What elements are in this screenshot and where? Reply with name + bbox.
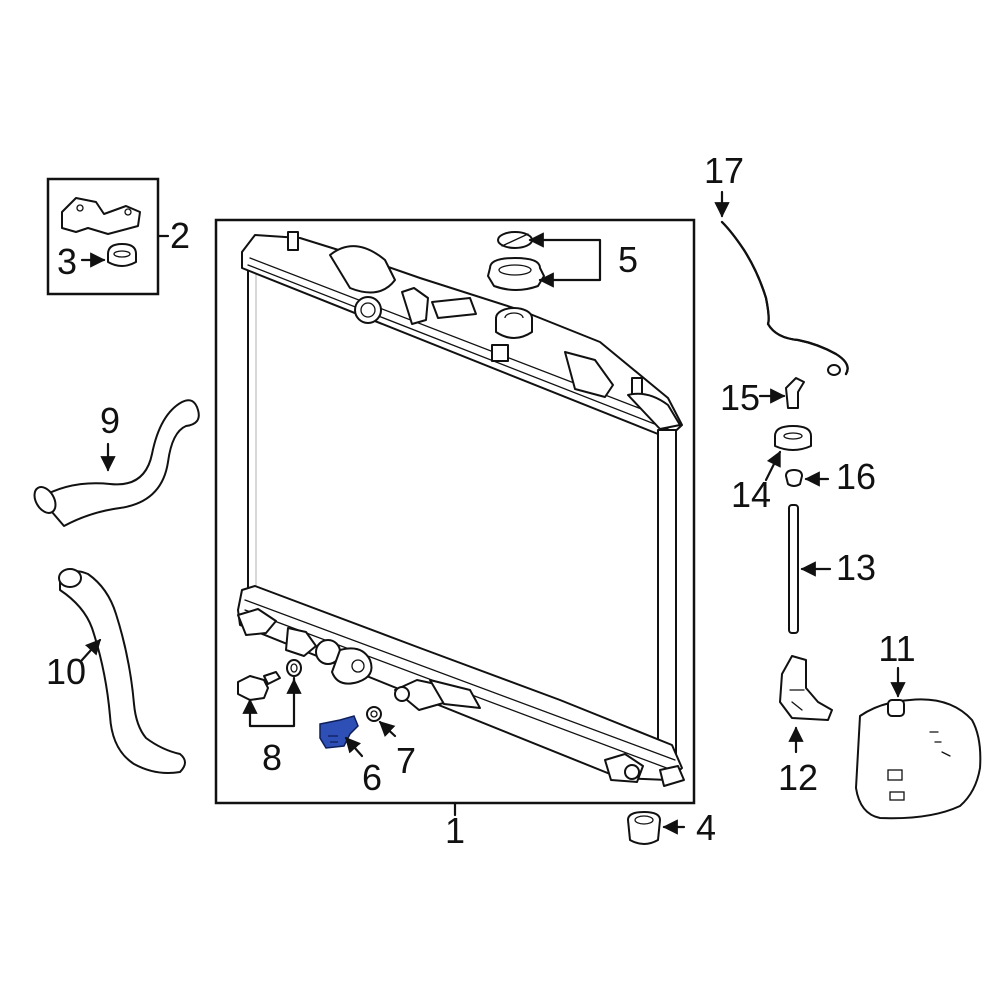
reservoir-cap[interactable]: [774, 425, 812, 451]
callout-16: 16: [836, 456, 876, 497]
upper-mount-grommet[interactable]: [107, 243, 137, 267]
callout-2: 2: [170, 215, 190, 256]
coolant-reservoir[interactable]: [855, 698, 982, 820]
radiator-cap[interactable]: [487, 257, 545, 291]
callout-1: 1: [445, 810, 465, 851]
callout-17: 17: [704, 150, 744, 191]
radiator[interactable]: [237, 231, 685, 787]
upper-radiator-hose[interactable]: [30, 399, 200, 527]
callout-10: 10: [46, 651, 86, 692]
callout-5: 5: [618, 239, 638, 280]
sensor-washer[interactable]: [366, 706, 382, 722]
callout-14: 14: [731, 474, 771, 515]
callout-7: 7: [396, 740, 416, 781]
drain-plug[interactable]: [237, 671, 281, 701]
callout-11: 11: [878, 628, 915, 669]
callout-9: 9: [100, 400, 120, 441]
upper-mount-bracket[interactable]: [61, 197, 141, 235]
callout-12: 12: [778, 757, 818, 798]
lower-radiator-hose[interactable]: [58, 568, 186, 774]
lower-mount-grommet[interactable]: [627, 811, 661, 845]
reservoir-cap-seal[interactable]: [785, 469, 803, 487]
reservoir-bracket[interactable]: [779, 655, 833, 721]
overflow-hose-joint[interactable]: [785, 377, 805, 409]
callout-13: 13: [836, 547, 876, 588]
callout-15: 15: [720, 377, 760, 418]
reservoir-pipe[interactable]: [788, 504, 799, 634]
drain-plug-washer[interactable]: [286, 659, 302, 677]
coolant-temperature-sensor[interactable]: [319, 715, 359, 749]
callout-8: 8: [262, 737, 282, 778]
overflow-hose[interactable]: [720, 220, 849, 376]
leader-lines: [80, 190, 906, 835]
radiator-cap-seal[interactable]: [497, 231, 533, 249]
callout-4: 4: [696, 807, 716, 848]
callout-6: 6: [362, 757, 382, 798]
callout-3: 3: [57, 241, 77, 282]
